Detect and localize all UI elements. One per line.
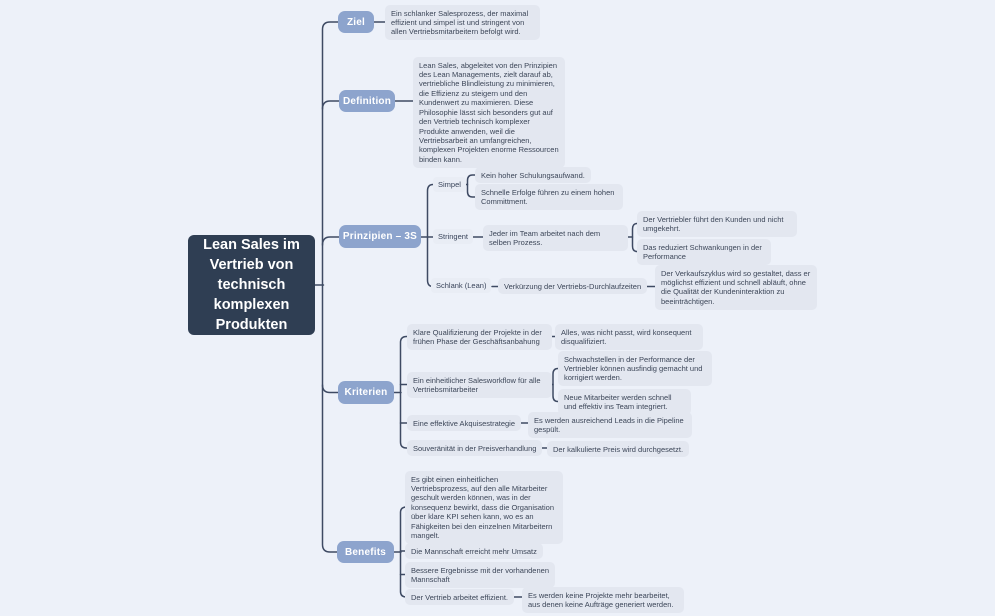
branch-definition[interactable]: Definition <box>339 90 395 112</box>
leaf-kriterium-2-result-1[interactable]: Schwachstellen in der Performance der Ve… <box>558 351 712 387</box>
leaf-benefit-2[interactable]: Die Mannschaft erreicht mehr Umsatz <box>405 543 543 560</box>
leaf-ziel-description[interactable]: Ein schlanker Salesprozess, der maximal … <box>385 5 540 41</box>
node-schlank[interactable]: Schlank (Lean) <box>431 278 492 293</box>
leaf-benefit-3[interactable]: Bessere Ergebnisse mit der vorhandenen M… <box>405 562 555 588</box>
leaf-schlank-cycle-time[interactable]: Verkürzung der Vertriebs-Durchlaufzeiten <box>498 278 648 295</box>
node-simpel[interactable]: Simpel <box>433 177 466 192</box>
leaf-schlank-detail[interactable]: Der Verkaufszyklus wird so gestaltet, da… <box>655 265 817 310</box>
node-stringent[interactable]: Stringent <box>433 229 474 244</box>
branch-benefits[interactable]: Benefits <box>337 541 394 563</box>
leaf-definition-description[interactable]: Lean Sales, abgeleitet von den Prinzipie… <box>413 57 565 168</box>
leaf-simpel-point-1[interactable]: Kein hoher Schulungsaufwand. <box>475 167 591 184</box>
leaf-benefit-4-result[interactable]: Es werden keine Projekte mehr bearbeitet… <box>522 587 684 613</box>
leaf-stringent-detail-1[interactable]: Der Vertriebler führt den Kunden und nic… <box>637 211 797 237</box>
leaf-kriterium-2[interactable]: Ein einheitlicher Salesworkflow für alle… <box>407 372 552 398</box>
leaf-kriterium-2-result-2[interactable]: Neue Mitarbeiter werden schnell und effe… <box>558 389 691 415</box>
branch-kriterien[interactable]: Kriterien <box>338 381 394 404</box>
leaf-stringent-detail-2[interactable]: Das reduziert Schwankungen in der Perfor… <box>637 239 771 265</box>
leaf-kriterium-4-result[interactable]: Der kalkulierte Preis wird durchgesetzt. <box>547 441 690 458</box>
branch-ziel[interactable]: Ziel <box>338 11 374 33</box>
leaf-simpel-point-2[interactable]: Schnelle Erfolge führen zu einem hohen C… <box>475 184 623 210</box>
leaf-stringent-process[interactable]: Jeder im Team arbeitet nach dem selben P… <box>483 225 628 251</box>
leaf-kriterium-3[interactable]: Eine effektive Akquisestrategie <box>407 415 522 432</box>
leaf-kriterium-3-result[interactable]: Es werden ausreichend Leads in die Pipel… <box>528 412 692 438</box>
leaf-benefit-1[interactable]: Es gibt einen einheitlichen Vertriebspro… <box>405 471 563 545</box>
central-topic[interactable]: Lean Sales im Vertrieb von technisch kom… <box>188 235 315 335</box>
branch-prinzipien[interactable]: Prinzipien – 3S <box>339 225 421 248</box>
leaf-kriterium-4[interactable]: Souveränität in der Preisverhandlung <box>407 440 543 457</box>
leaf-kriterium-1[interactable]: Klare Qualifizierung der Projekte in der… <box>407 324 552 350</box>
leaf-kriterium-1-result[interactable]: Alles, was nicht passt, wird konsequent … <box>555 324 703 350</box>
leaf-benefit-4[interactable]: Der Vertrieb arbeitet effizient. <box>405 589 514 606</box>
